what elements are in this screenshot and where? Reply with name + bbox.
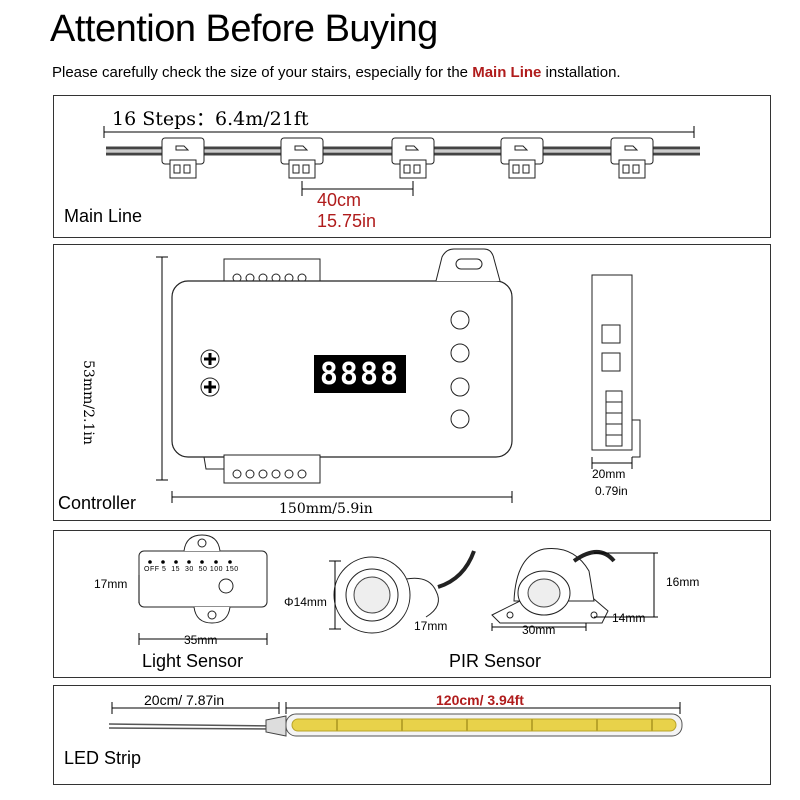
pir-depth-label: 17mm — [414, 619, 448, 633]
dial-label: OFF — [144, 566, 160, 573]
pir-diameter-label: Φ14mm — [284, 595, 327, 609]
led-strip-label: LED Strip — [64, 748, 142, 768]
dial-label: 30 — [184, 566, 194, 573]
pir2-depth-label: 14mm — [612, 611, 646, 625]
controller-diagram — [156, 248, 641, 503]
controller-height-label: 53mm/2.1in — [80, 360, 96, 445]
notice-pre: Please carefully check the size of your … — [52, 64, 473, 81]
steps-length-label: 16 Steps：6.4m/21ft — [112, 108, 309, 130]
sensors-panel: OFF 5 15 30 50 100 150 17mm 35mm Φ14mm 1… — [53, 530, 771, 678]
pir-sensor-bracket — [491, 547, 658, 631]
spacing-in-label: 15.75in — [317, 211, 377, 231]
light-width-label: 35mm — [184, 633, 218, 647]
connector-4 — [500, 137, 544, 179]
pir-sensor-round — [329, 550, 476, 634]
dial-label: 15 — [171, 566, 181, 573]
controller-depth-in: 0.79in — [595, 484, 628, 498]
pir-sensor-label: PIR Sensor — [449, 651, 542, 671]
controller-label: Controller — [58, 493, 137, 513]
main-line-label: Main Line — [64, 206, 143, 226]
dial-label: 100 — [209, 566, 224, 573]
notice-post: installation. — [541, 64, 621, 81]
connector-3 — [391, 137, 435, 179]
strip-length-label: 120cm/ 3.94ft — [436, 692, 524, 708]
display-digits: 8888 — [319, 357, 401, 392]
controller-panel: 8888 53mm/2.1in 150mm/5.9in 20mm 0.79in … — [53, 244, 771, 521]
main-line-panel: 16 Steps：6.4m/21ft 40cm 15.75in Main Lin… — [53, 95, 771, 238]
notice-text: Please carefully check the size of your … — [52, 64, 621, 81]
pir2-width-label: 30mm — [522, 623, 556, 637]
light-sensor-label: Light Sensor — [142, 651, 244, 671]
connector-1 — [161, 137, 205, 179]
dial-label: 150 — [225, 566, 239, 573]
main-line-diagram — [103, 126, 700, 196]
controller-width-label: 150mm/5.9in — [279, 501, 373, 517]
sensors-diagram — [137, 534, 658, 645]
connector-5 — [610, 137, 654, 179]
dial-label: 5 — [161, 566, 167, 573]
light-height-label: 17mm — [94, 577, 128, 591]
controller-depth-mm: 20mm — [592, 467, 626, 481]
screw-icon — [200, 349, 220, 397]
dial-labels: OFF 5 15 30 50 100 150 — [144, 566, 239, 573]
connector-2 — [280, 137, 324, 179]
dial-label: 50 — [198, 566, 208, 573]
page-title: Attention Before Buying — [50, 8, 438, 50]
led-strip-panel: 20cm/ 7.87in 120cm/ 3.94ft LED Strip — [53, 685, 771, 785]
spacing-cm-label: 40cm — [317, 190, 362, 210]
pir2-height-label: 16mm — [666, 575, 700, 589]
lead-length-label: 20cm/ 7.87in — [144, 692, 225, 708]
notice-highlight: Main Line — [472, 64, 542, 81]
led-strip-diagram — [108, 702, 683, 737]
